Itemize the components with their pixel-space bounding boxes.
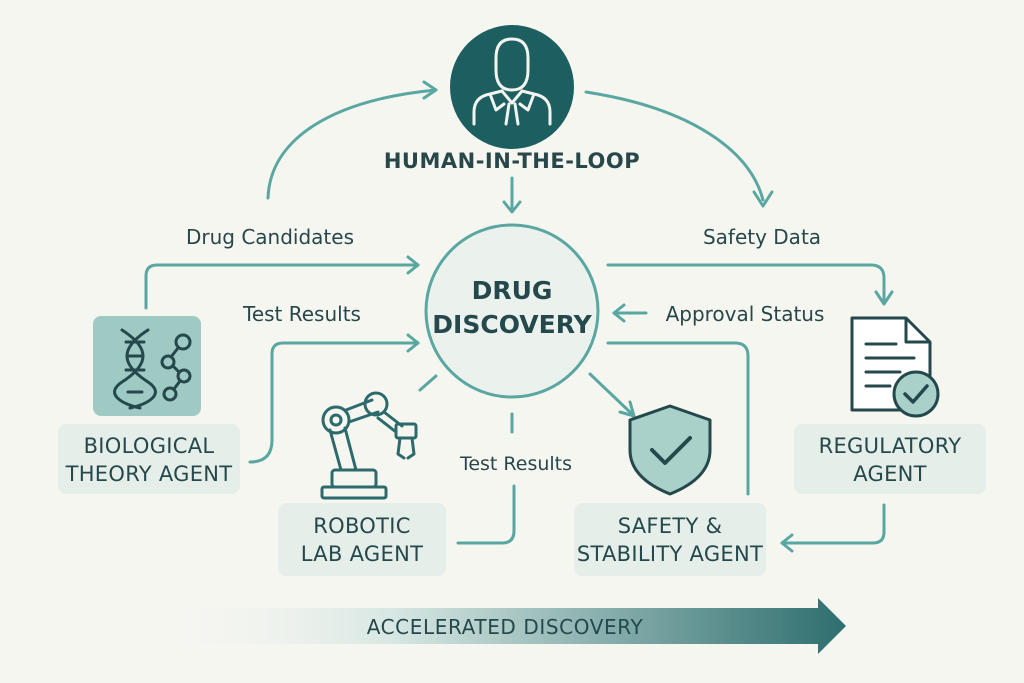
- robotic-label-line2: LAB AGENT: [301, 542, 423, 566]
- drug-discovery-node: DRUG DISCOVERY: [424, 223, 600, 399]
- arrowhead: [406, 333, 420, 353]
- arrowhead: [780, 533, 794, 553]
- arrow-to-human: [266, 88, 438, 200]
- center-title-line2: DISCOVERY: [432, 310, 592, 339]
- bio-label-line1: BIOLOGICAL: [84, 434, 215, 458]
- arrow-center-to-safety: [588, 372, 634, 416]
- arrow-test-results-bottom: [456, 484, 516, 545]
- label-safety-data: Safety Data: [703, 225, 821, 249]
- arrowhead: [502, 200, 522, 214]
- human-in-the-loop: HUMAN-IN-THE-LOOP: [384, 25, 640, 173]
- arrowhead: [752, 190, 774, 208]
- accelerated-discovery-arrow: ACCELERATED DISCOVERY: [150, 598, 846, 654]
- arrow-safety-to-center: [606, 341, 750, 496]
- regulatory-label-line1: REGULATORY: [819, 434, 962, 458]
- footer-label: ACCELERATED DISCOVERY: [367, 615, 644, 639]
- human-circle: [450, 25, 574, 149]
- robotic-label-line1: ROBOTIC: [313, 514, 410, 538]
- arrowhead: [874, 290, 894, 306]
- regulatory-label-box: [794, 424, 986, 494]
- arrowhead: [422, 80, 438, 100]
- robotic-lab-agent: ROBOTIC LAB AGENT: [278, 391, 446, 576]
- dna-molecule-icon: [113, 328, 192, 410]
- person-icon: [472, 37, 552, 126]
- center-circle: [424, 223, 600, 399]
- arrow-regulatory-to-safety: [780, 503, 886, 545]
- label-test-results-bottom: Test Results: [459, 453, 572, 475]
- biological-theory-agent: BIOLOGICAL THEORY AGENT: [58, 316, 240, 494]
- label-test-results: Test Results: [242, 302, 361, 326]
- arrow-test-results-left: [248, 341, 420, 464]
- regulatory-agent: REGULATORY AGENT: [794, 316, 986, 494]
- regulatory-label-line2: AGENT: [853, 462, 927, 486]
- label-drug-candidates: Drug Candidates: [186, 225, 354, 249]
- arrowhead: [406, 255, 420, 275]
- center-title-line1: DRUG: [472, 276, 553, 305]
- arrowhead: [618, 400, 636, 418]
- arrow-drug-candidates: [144, 263, 420, 310]
- footer-arrow-shape: [150, 598, 846, 654]
- robot-arm-icon: [320, 391, 418, 500]
- document-check-icon: [850, 316, 940, 418]
- safety-label-line1: SAFETY &: [618, 514, 723, 538]
- flow-lines: [144, 80, 894, 553]
- human-label: HUMAN-IN-THE-LOOP: [384, 149, 640, 173]
- safety-label-line2: STABILITY AGENT: [577, 542, 763, 566]
- safety-stability-agent: SAFETY & STABILITY AGENT: [574, 404, 766, 576]
- arrow-human-to-safety-data: [584, 90, 765, 202]
- line-center-to-robotic: [418, 374, 438, 392]
- bio-label-box: [58, 424, 240, 494]
- bio-label-line2: THEORY AGENT: [65, 462, 233, 486]
- robotic-label-box: [278, 503, 446, 576]
- arrowhead: [612, 303, 626, 323]
- shield-check-icon: [628, 404, 712, 496]
- arrow-safety-data: [606, 263, 886, 302]
- label-approval-status: Approval Status: [666, 302, 825, 326]
- safety-label-box: [574, 503, 766, 576]
